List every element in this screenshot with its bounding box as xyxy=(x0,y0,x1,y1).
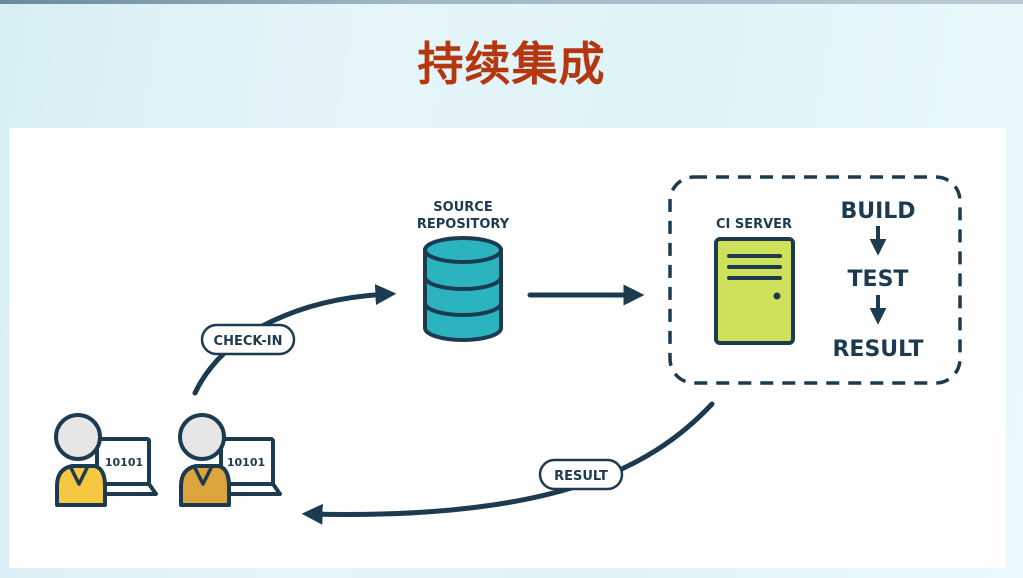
source-repository-label-line2: REPOSITORY xyxy=(417,217,510,232)
laptop-screen-text: 10101 xyxy=(105,456,143,469)
check-in-label: CHECK-IN xyxy=(214,334,283,349)
person-icon xyxy=(178,413,231,507)
laptop-screen-text: 10101 xyxy=(227,456,265,469)
pipeline-step-build: BUILD xyxy=(840,199,915,224)
developer-1: 10101 xyxy=(54,413,158,507)
ci-server-label: CI SERVER xyxy=(716,217,792,232)
developer-2: 10101 xyxy=(178,413,282,507)
result-label: RESULT xyxy=(554,469,608,484)
result-arrow xyxy=(301,401,715,525)
source-repository-label-line1: SOURCE xyxy=(433,200,492,215)
pipeline-step-result: RESULT xyxy=(832,337,923,362)
result-badge: RESULT xyxy=(538,458,624,491)
pipeline-step-test: TEST xyxy=(848,267,909,292)
diagram-panel xyxy=(9,128,1006,568)
database-icon xyxy=(423,236,503,342)
ci-server-box xyxy=(668,175,962,385)
top-border xyxy=(0,0,1023,4)
person-icon xyxy=(54,413,107,507)
check-in-badge: CHECK-IN xyxy=(200,323,296,356)
page-title: 持续集成 xyxy=(417,37,606,91)
check-in-arrow xyxy=(192,284,397,396)
server-icon xyxy=(714,237,795,345)
